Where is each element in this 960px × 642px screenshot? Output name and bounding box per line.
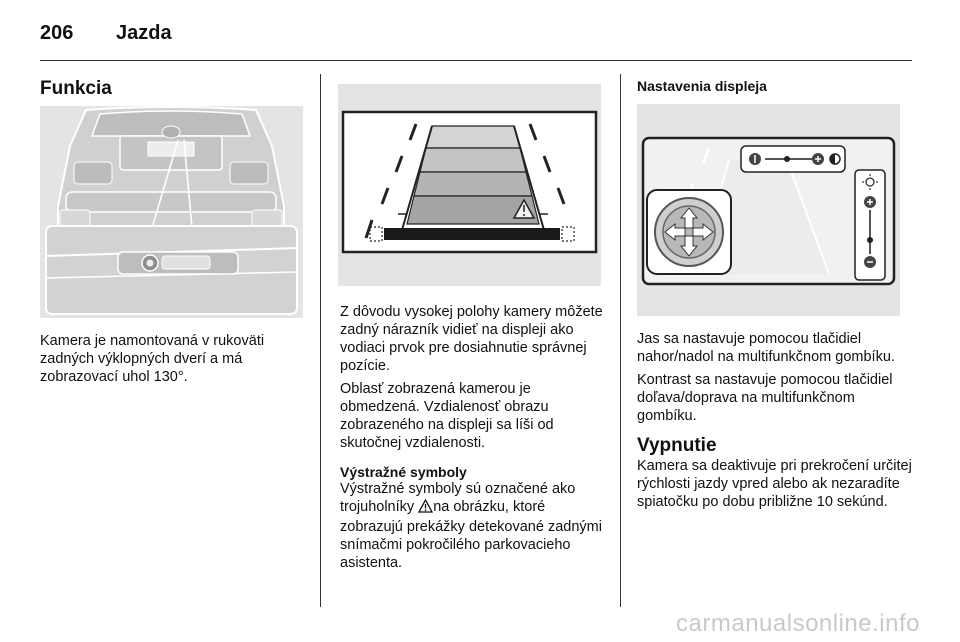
camera-range-paragraph: Oblasť zobrazená kamerou je obmedzená. V… bbox=[340, 381, 554, 451]
column-divider-2 bbox=[620, 74, 621, 607]
column-2-text: Z dôvodu vysokej polohy kamery môžete za… bbox=[340, 303, 608, 572]
deactivation-paragraph: Kamera sa deaktivuje pri prekročení urči… bbox=[637, 458, 912, 510]
chapter-title: Jazda bbox=[116, 22, 172, 44]
column-1: Funkcia bbox=[40, 70, 310, 100]
column-1-text: Kamera je namontovaná v rukoväti zadných… bbox=[40, 332, 310, 386]
contrast-paragraph: Kontrast sa nastavuje pomocou tlačidiel … bbox=[637, 372, 893, 424]
warning-symbols-subheading: Výstražné symboly bbox=[340, 464, 467, 480]
display-guidelines-illustration bbox=[338, 84, 601, 286]
column-3-text: Jas sa nastavuje pomocou tlačidiel nahor… bbox=[637, 330, 912, 511]
page-header: 206 Jazda bbox=[40, 16, 920, 56]
bumper-guide-paragraph: Z dôvodu vysokej polohy kamery môžete za… bbox=[340, 304, 603, 374]
car-rear-drawing bbox=[40, 106, 303, 318]
warning-triangle-icon bbox=[418, 498, 434, 518]
warning-symbols-paragraph: Výstražné symboly sú označené ako trojuh… bbox=[340, 481, 602, 571]
camera-position-paragraph: Kamera je namontovaná v rukoväti zadných… bbox=[40, 333, 265, 385]
display-settings-illustration bbox=[637, 104, 900, 316]
display-settings-subheading: Nastavenia displeja bbox=[637, 78, 767, 94]
watermark: carmanualsonline.info bbox=[676, 610, 920, 637]
brightness-paragraph: Jas sa nastavuje pomocou tlačidiel nahor… bbox=[637, 331, 895, 365]
guidelines-drawing bbox=[338, 84, 601, 286]
header-divider bbox=[40, 60, 912, 61]
rear-camera-illustration bbox=[40, 106, 303, 318]
page-number: 206 bbox=[40, 22, 74, 44]
display-settings-drawing bbox=[637, 104, 900, 316]
section-heading-vypnutie: Vypnutie bbox=[637, 435, 717, 456]
section-heading-funkcia: Funkcia bbox=[40, 78, 112, 99]
column-3-head: Nastavenia displeja bbox=[637, 78, 907, 94]
column-divider-1 bbox=[320, 74, 321, 607]
